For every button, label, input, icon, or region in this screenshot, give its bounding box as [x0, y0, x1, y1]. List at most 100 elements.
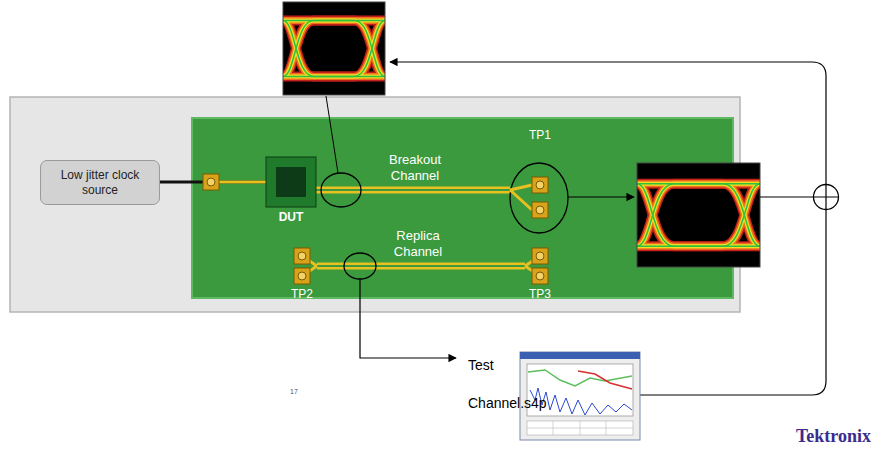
test-point-connectors	[525, 246, 555, 286]
sma-connector	[532, 268, 548, 284]
chip-label: DUT	[266, 210, 316, 224]
eye-trace	[637, 183, 760, 185]
source-box: Low jitter clock source	[40, 160, 160, 205]
results-table	[527, 421, 633, 435]
sma-connector	[532, 202, 548, 218]
sma-connector	[532, 177, 548, 193]
eye-trace	[637, 245, 760, 247]
eye-trace	[637, 184, 760, 246]
input-trace	[219, 181, 266, 184]
file-name-label: Test Channel.s4p	[468, 346, 563, 422]
result-arrow	[390, 62, 826, 184]
eye-trace	[283, 21, 385, 77]
tp1-ellipse	[510, 163, 568, 233]
sma-connector-pin	[298, 272, 306, 280]
replica-ellipse	[344, 253, 376, 279]
test-point: TP3	[525, 246, 555, 301]
eye-trace	[283, 21, 385, 77]
eye-trace	[637, 184, 760, 246]
eye-trace	[283, 71, 385, 81]
eye-trace	[283, 21, 385, 77]
eye-diagram	[637, 163, 760, 267]
sma-connector-pin	[207, 178, 215, 186]
eye-trace	[283, 74, 385, 78]
eye-trace	[283, 21, 385, 77]
test-point: TP1	[510, 128, 570, 223]
eye-trace	[283, 19, 385, 23]
sma-connector	[294, 248, 310, 264]
eye-background	[283, 2, 385, 95]
sma-connector	[532, 248, 548, 264]
eye-trace	[637, 184, 760, 246]
eye-diagram	[283, 2, 385, 95]
chip-package	[266, 157, 316, 207]
results-table-grid	[527, 421, 633, 435]
summing-junction-cross	[814, 185, 839, 210]
chip-package	[266, 157, 316, 207]
leader-arrow	[360, 279, 456, 358]
plot-trace	[528, 370, 632, 386]
signal-wire	[760, 196, 813, 197]
trace-branch	[510, 185, 532, 190]
sma-connector-pin	[298, 252, 306, 260]
sma-connector	[203, 174, 219, 190]
probe-point-ellipse	[321, 173, 361, 207]
eye-trace	[283, 76, 385, 78]
eye-trace	[637, 179, 760, 189]
eye-trace	[283, 21, 385, 77]
sma-connector	[294, 268, 310, 284]
eye-frame	[283, 2, 385, 95]
plot-trace	[578, 371, 632, 389]
channel-label: Replica Channel	[383, 228, 453, 261]
eye-trace	[283, 16, 385, 26]
chip-die	[276, 167, 306, 197]
trace-branch	[510, 190, 532, 210]
signal-wire	[640, 209, 826, 395]
leader-line	[326, 96, 338, 173]
signal-arrow	[568, 196, 634, 197]
window-title-bar	[520, 352, 640, 359]
sma-connector-pin	[536, 252, 544, 260]
sma-connector-pin	[536, 206, 544, 214]
logo-text: Tektronix	[796, 426, 886, 447]
eye-trace	[637, 184, 760, 246]
eye-trace	[283, 20, 385, 22]
test-point-connectors	[287, 246, 317, 286]
eye-frame	[637, 163, 760, 267]
channel-label: Breakout Channel	[380, 152, 450, 185]
box-label: Low jitter clock source	[49, 168, 151, 198]
differential-trace	[317, 263, 525, 270]
eye-trace	[283, 21, 385, 77]
test-fixture-panel	[10, 97, 740, 312]
eye-trace	[637, 241, 760, 251]
eye-trace	[637, 243, 760, 250]
connector	[317, 266, 525, 267]
test-point-label: TP3	[525, 287, 555, 301]
test-point-label: TP2	[287, 287, 317, 301]
sma-connector-pin	[536, 272, 544, 280]
eye-trace	[637, 180, 760, 187]
page-number: 17	[290, 388, 310, 395]
eye-trace	[283, 17, 385, 24]
differential-trace	[316, 187, 510, 194]
summing-junction	[814, 185, 839, 210]
eye-trace	[637, 244, 760, 248]
test-point: TP2	[287, 246, 317, 301]
trace-gap	[316, 189, 510, 191]
eye-background	[637, 163, 760, 267]
eye-trace	[283, 73, 385, 80]
eye-trace	[637, 184, 760, 246]
connector	[316, 190, 510, 191]
eye-trace	[637, 182, 760, 186]
dut-chip: DUT	[266, 157, 316, 224]
sma-connector-pin	[536, 181, 544, 189]
test-point-label: TP1	[510, 128, 570, 142]
eye-trace	[637, 184, 760, 246]
trace-gap	[317, 265, 525, 267]
eye-trace	[283, 21, 385, 77]
test-point-connectors	[510, 128, 570, 223]
eye-trace	[637, 184, 760, 246]
eye-trace	[283, 21, 385, 77]
eye-trace	[637, 184, 760, 246]
